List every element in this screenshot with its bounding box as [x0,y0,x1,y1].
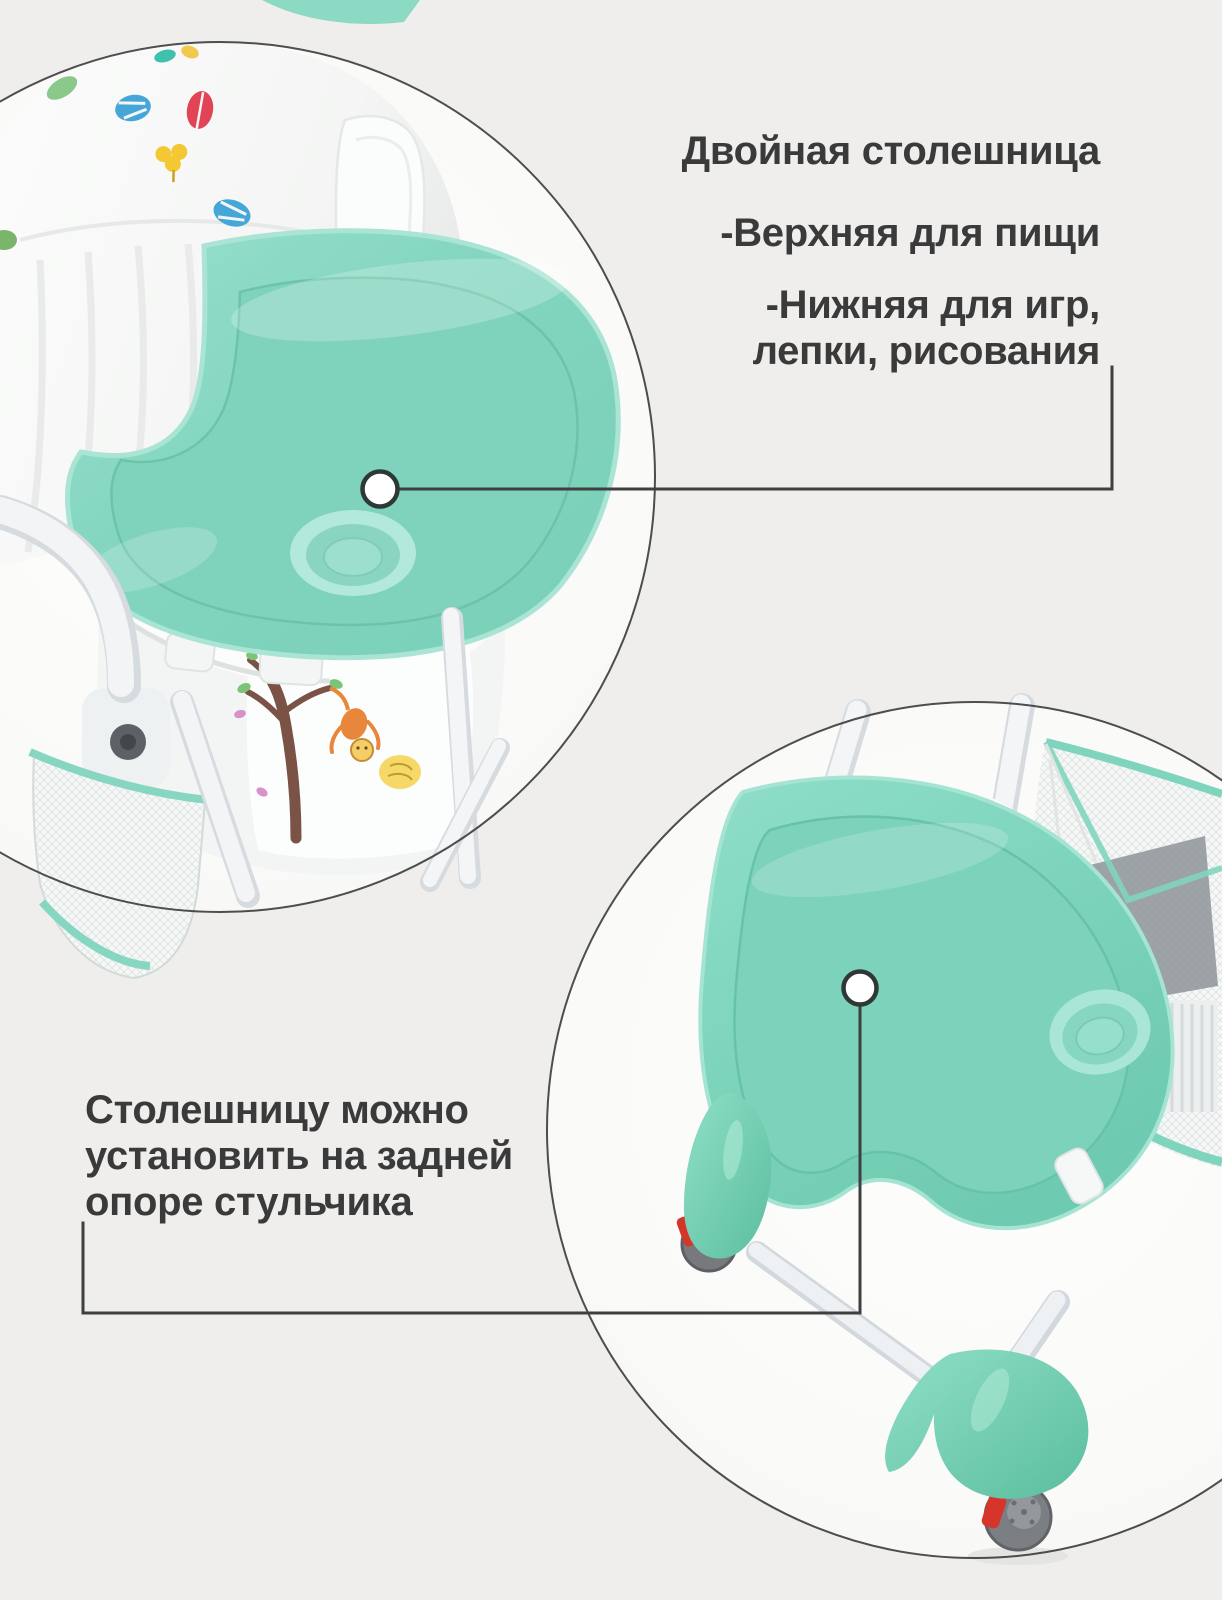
annotation-title: Двойная столешница [681,129,1101,173]
annotation-line: установить на задней [85,1134,513,1178]
annotation-item-lower-tray: -Нижняя для игр, [765,283,1101,327]
callout-dot-icon [360,469,400,509]
tray-far-rim [262,0,420,24]
bottom-annotation: Столешницу можно установить на задней оп… [85,1087,513,1225]
product-photo-bottom [546,693,1222,1565]
storage-basket [28,748,209,980]
callout-dot-icon [841,969,879,1007]
wheel-brake-red [981,1493,1007,1529]
leaf-print-pattern [0,45,251,250]
balloon-print [379,755,421,789]
callouts [81,365,1114,1315]
cup-holder-recess [290,510,416,596]
highchair-tray-bottom [698,775,1175,1231]
callout-line-bottom [81,1005,862,1315]
front-caster [676,1092,772,1273]
tree-monkey-print [234,651,421,844]
annotation-line: Столешницу можно [85,1088,469,1132]
cup-holder-recess-bottom [1049,989,1151,1075]
rear-caster [885,1349,1089,1565]
callout-line-top [396,365,1114,491]
tray-clip [1054,1147,1104,1205]
annotation-item-upper-tray: -Верхняя для пищи [720,211,1100,255]
annotation-line: опоре стульчика [85,1180,413,1224]
highchair-tray-top [65,228,621,661]
photo-circle-top-outline [0,41,656,913]
photo-circle-bottom-outline [546,701,1222,1559]
product-photo-top [0,0,656,980]
annotation-item-lower-tray-cont: лепки, рисования [752,329,1101,373]
top-annotation: Двойная столешница -Верхняя для пищи -Ни… [681,128,1101,374]
armrest-assembly [0,495,170,788]
yellow-clover-leaf [155,143,188,183]
